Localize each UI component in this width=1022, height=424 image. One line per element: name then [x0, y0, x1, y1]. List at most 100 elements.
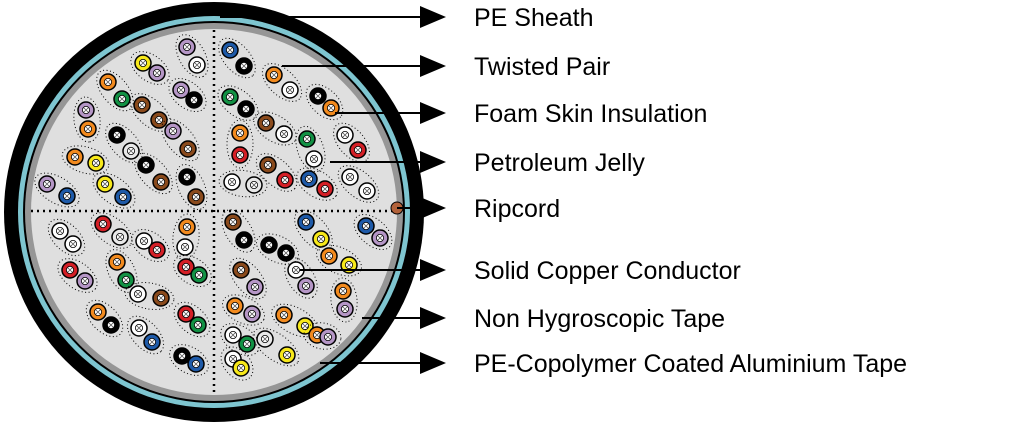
- conductor-hatch: [135, 291, 141, 297]
- conductor-hatch: [232, 303, 238, 309]
- label-petroleum-jelly: Petroleum Jelly: [474, 149, 645, 177]
- twisted-pair: [353, 213, 393, 251]
- callout-solid-copper-conductor: Solid Copper Conductor: [300, 257, 741, 285]
- label-aluminium-tape: PE-Copolymer Coated Aluminium Tape: [474, 350, 907, 378]
- label-non-hygroscopic-tape: Non Hygroscopic Tape: [474, 305, 725, 333]
- twisted-pair: [92, 172, 136, 209]
- conductor-hatch: [119, 96, 125, 102]
- conductor-hatch: [249, 311, 255, 317]
- twisted-pair: [126, 315, 165, 355]
- conductor-hatch: [140, 60, 146, 66]
- pair-binder-outline: [126, 315, 165, 355]
- callout-non-hygroscopic-tape: Non Hygroscopic Tape: [362, 305, 725, 333]
- conductor-hatch: [364, 188, 370, 194]
- conductor-hatch: [193, 194, 199, 200]
- conductor-hatch: [44, 181, 50, 187]
- twisted-pair: [168, 77, 207, 113]
- conductor-hatch: [238, 365, 244, 371]
- conductor-hatch: [230, 219, 236, 225]
- pair-binder-outline: [47, 218, 86, 257]
- conductor-hatch: [347, 174, 353, 180]
- conductor-hatch: [230, 356, 236, 362]
- conductor-hatch: [363, 223, 369, 229]
- conductor-hatch: [191, 97, 197, 103]
- twisted-pair: [255, 233, 300, 265]
- twisted-pair: [34, 172, 80, 208]
- conductor-hatch: [82, 278, 88, 284]
- conductor-hatch: [346, 262, 352, 268]
- label-solid-copper-conductor: Solid Copper Conductor: [474, 257, 741, 285]
- pair-binder-outline: [73, 96, 101, 143]
- pair-binder-outline: [255, 233, 300, 265]
- pair-binder-outline: [90, 212, 133, 249]
- twisted-pair: [226, 119, 254, 169]
- pair-binder-outline: [134, 152, 173, 195]
- label-foam-skin-insulation: Foam Skin Insulation: [474, 100, 707, 128]
- conductor-hatch: [287, 87, 293, 93]
- conductor-hatch: [114, 132, 120, 138]
- pair-binder-outline: [217, 85, 259, 121]
- pair-binder-outline: [96, 69, 134, 112]
- twisted-pair: [252, 327, 300, 367]
- conductor-hatch: [227, 94, 233, 100]
- conductor-hatch: [342, 132, 348, 138]
- conductor-hatch: [185, 146, 191, 152]
- twisted-pair: [175, 164, 208, 210]
- twisted-pair: [175, 34, 209, 78]
- conductor-hatch: [143, 162, 149, 168]
- conductor-hatch: [184, 174, 190, 180]
- conductor-hatch: [149, 339, 155, 345]
- conductor-hatch: [271, 72, 277, 78]
- pair-binder-outline: [255, 153, 298, 192]
- twisted-pair: [73, 96, 101, 143]
- conductor-hatch: [93, 160, 99, 166]
- twisted-pair: [295, 125, 326, 173]
- twisted-pair: [220, 346, 254, 381]
- conductor-hatch: [284, 352, 290, 358]
- pair-binder-outline: [57, 258, 98, 293]
- conductor-hatch: [281, 131, 287, 137]
- conductor-hatch: [328, 105, 334, 111]
- conductor-hatch: [183, 311, 189, 317]
- twisted-pair: [218, 169, 268, 198]
- pair-binder-outline: [226, 119, 254, 169]
- conductor-hatch: [120, 194, 126, 200]
- conductor-hatch: [182, 244, 188, 250]
- twisted-pair: [337, 165, 380, 203]
- twisted-pair: [217, 85, 259, 121]
- conductor-hatch: [265, 162, 271, 168]
- conductor-hatch: [108, 322, 114, 328]
- twisted-pair: [47, 218, 86, 257]
- conductor-hatch: [355, 147, 361, 153]
- pair-binder-outline: [131, 229, 170, 262]
- conductor-hatch: [237, 130, 243, 136]
- pair-binder-outline: [295, 125, 326, 173]
- conductor-hatch: [158, 179, 164, 185]
- twisted-pair: [173, 301, 211, 338]
- twisted-pair: [130, 51, 170, 85]
- conductor-hatch: [83, 107, 89, 113]
- pair-binder-outline: [92, 172, 136, 209]
- conductor-hatch: [229, 179, 235, 185]
- cable-cross-section: [4, 2, 424, 422]
- conductor-hatch: [136, 325, 142, 331]
- pair-binder-outline: [218, 169, 268, 198]
- conductor-hatch: [154, 70, 160, 76]
- twisted-pair: [296, 167, 338, 201]
- pair-binder-outline: [221, 294, 266, 326]
- twisted-pair: [61, 145, 110, 175]
- conductor-hatch: [266, 242, 272, 248]
- twisted-pair: [124, 282, 175, 310]
- twisted-pair: [303, 322, 342, 350]
- pair-binder-outline: [220, 323, 260, 356]
- conductor-hatch: [263, 120, 269, 126]
- conductor-hatch: [322, 186, 328, 192]
- conductor-hatch: [141, 238, 147, 244]
- conductor-hatch: [326, 253, 332, 259]
- conductor-hatch: [105, 79, 111, 85]
- conductor-hatch: [158, 295, 164, 301]
- pair-binder-outline: [261, 63, 303, 102]
- conductor-hatch: [179, 353, 185, 359]
- conductor-hatch: [377, 235, 383, 241]
- twisted-pair: [173, 255, 212, 287]
